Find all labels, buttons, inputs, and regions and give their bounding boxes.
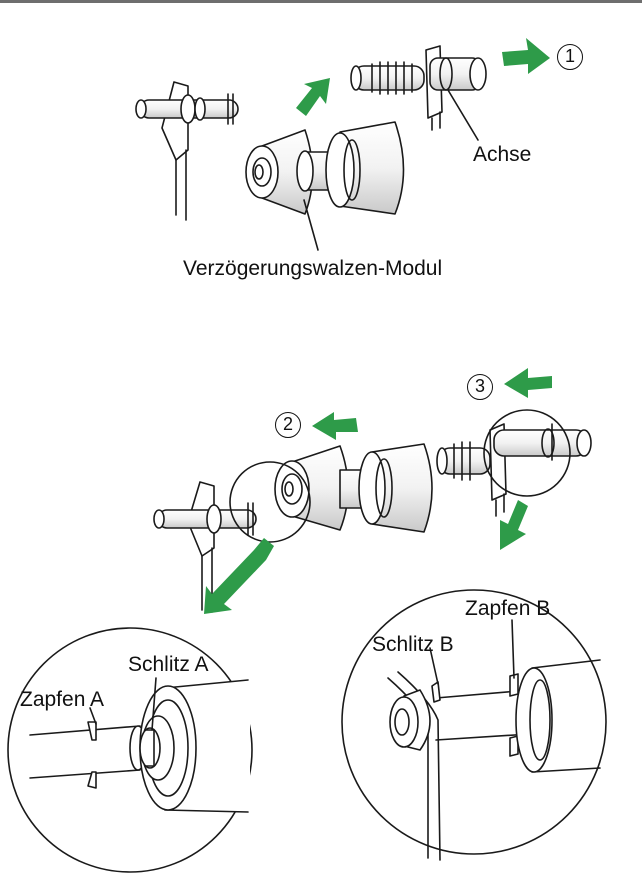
step-2-marker: 2 xyxy=(275,412,301,438)
callout-schlitz-a xyxy=(151,677,157,731)
magnifier-ring-right xyxy=(483,409,571,497)
label-zapfen-b: Zapfen B xyxy=(465,597,551,620)
step-3-marker: 3 xyxy=(467,374,493,400)
left-bracket-mid xyxy=(153,481,257,613)
magnifier-ring-left xyxy=(229,461,311,543)
left-bracket-top xyxy=(135,81,239,221)
roller-module-top xyxy=(245,121,405,215)
axle-spring-mid xyxy=(436,423,592,517)
label-schlitz-a: Schlitz A xyxy=(128,653,209,676)
callout-zapfen-a xyxy=(89,707,97,725)
callout-schlitz-b xyxy=(429,647,439,685)
step-1-marker: 1 xyxy=(557,44,583,70)
callout-zapfen-b xyxy=(511,619,515,679)
top-rule xyxy=(0,0,642,3)
arrow-diagonal-icon xyxy=(204,538,274,614)
arrow-diagonal-icon xyxy=(500,500,528,550)
arrow-left-icon xyxy=(504,368,552,398)
label-achse: Achse xyxy=(473,143,532,166)
detail-circle-b xyxy=(341,589,607,861)
callout-module xyxy=(303,199,319,251)
axle-spring-top xyxy=(350,45,487,131)
arrow-left-icon xyxy=(312,412,358,440)
label-zapfen-a: Zapfen A xyxy=(20,688,105,711)
label-schlitz-b: Schlitz B xyxy=(372,633,454,656)
roller-module-mid xyxy=(274,443,433,533)
arrow-right-icon xyxy=(502,38,550,74)
callout-achse xyxy=(447,89,479,141)
arrow-diagonal-icon xyxy=(296,78,330,116)
detail-circle-a xyxy=(7,627,253,873)
label-roller-module: Verzögerungswalzen-Modul xyxy=(183,257,443,280)
